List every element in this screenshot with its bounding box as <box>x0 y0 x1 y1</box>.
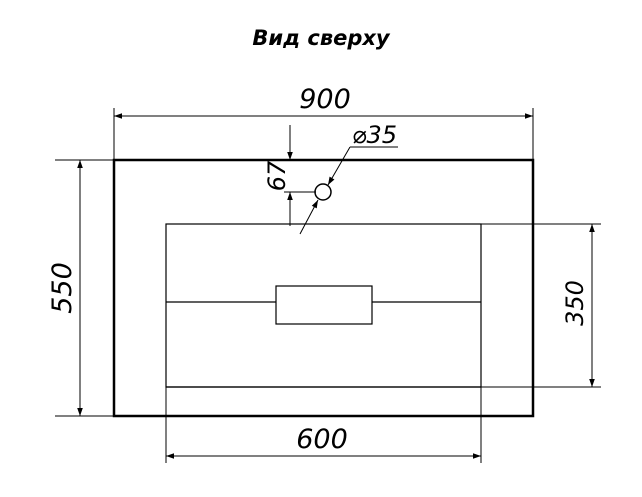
drawing-title: Вид сверху <box>252 26 390 50</box>
faucet-hole <box>314 183 332 201</box>
diameter-leader-top <box>327 146 351 186</box>
dim-600-label: 600 <box>296 424 348 455</box>
dim-550-label: 550 <box>47 262 78 314</box>
dim-diameter-label: ⌀35 <box>352 121 397 149</box>
bowl-outline <box>165 223 482 388</box>
dim-67-label: 67 <box>263 160 291 191</box>
dim-350-label: 350 <box>561 280 589 326</box>
drain-slot <box>275 285 373 325</box>
countertop-outline <box>112 158 535 418</box>
dim-900-label: 900 <box>299 84 351 115</box>
diameter-leader-bottom <box>299 199 319 235</box>
